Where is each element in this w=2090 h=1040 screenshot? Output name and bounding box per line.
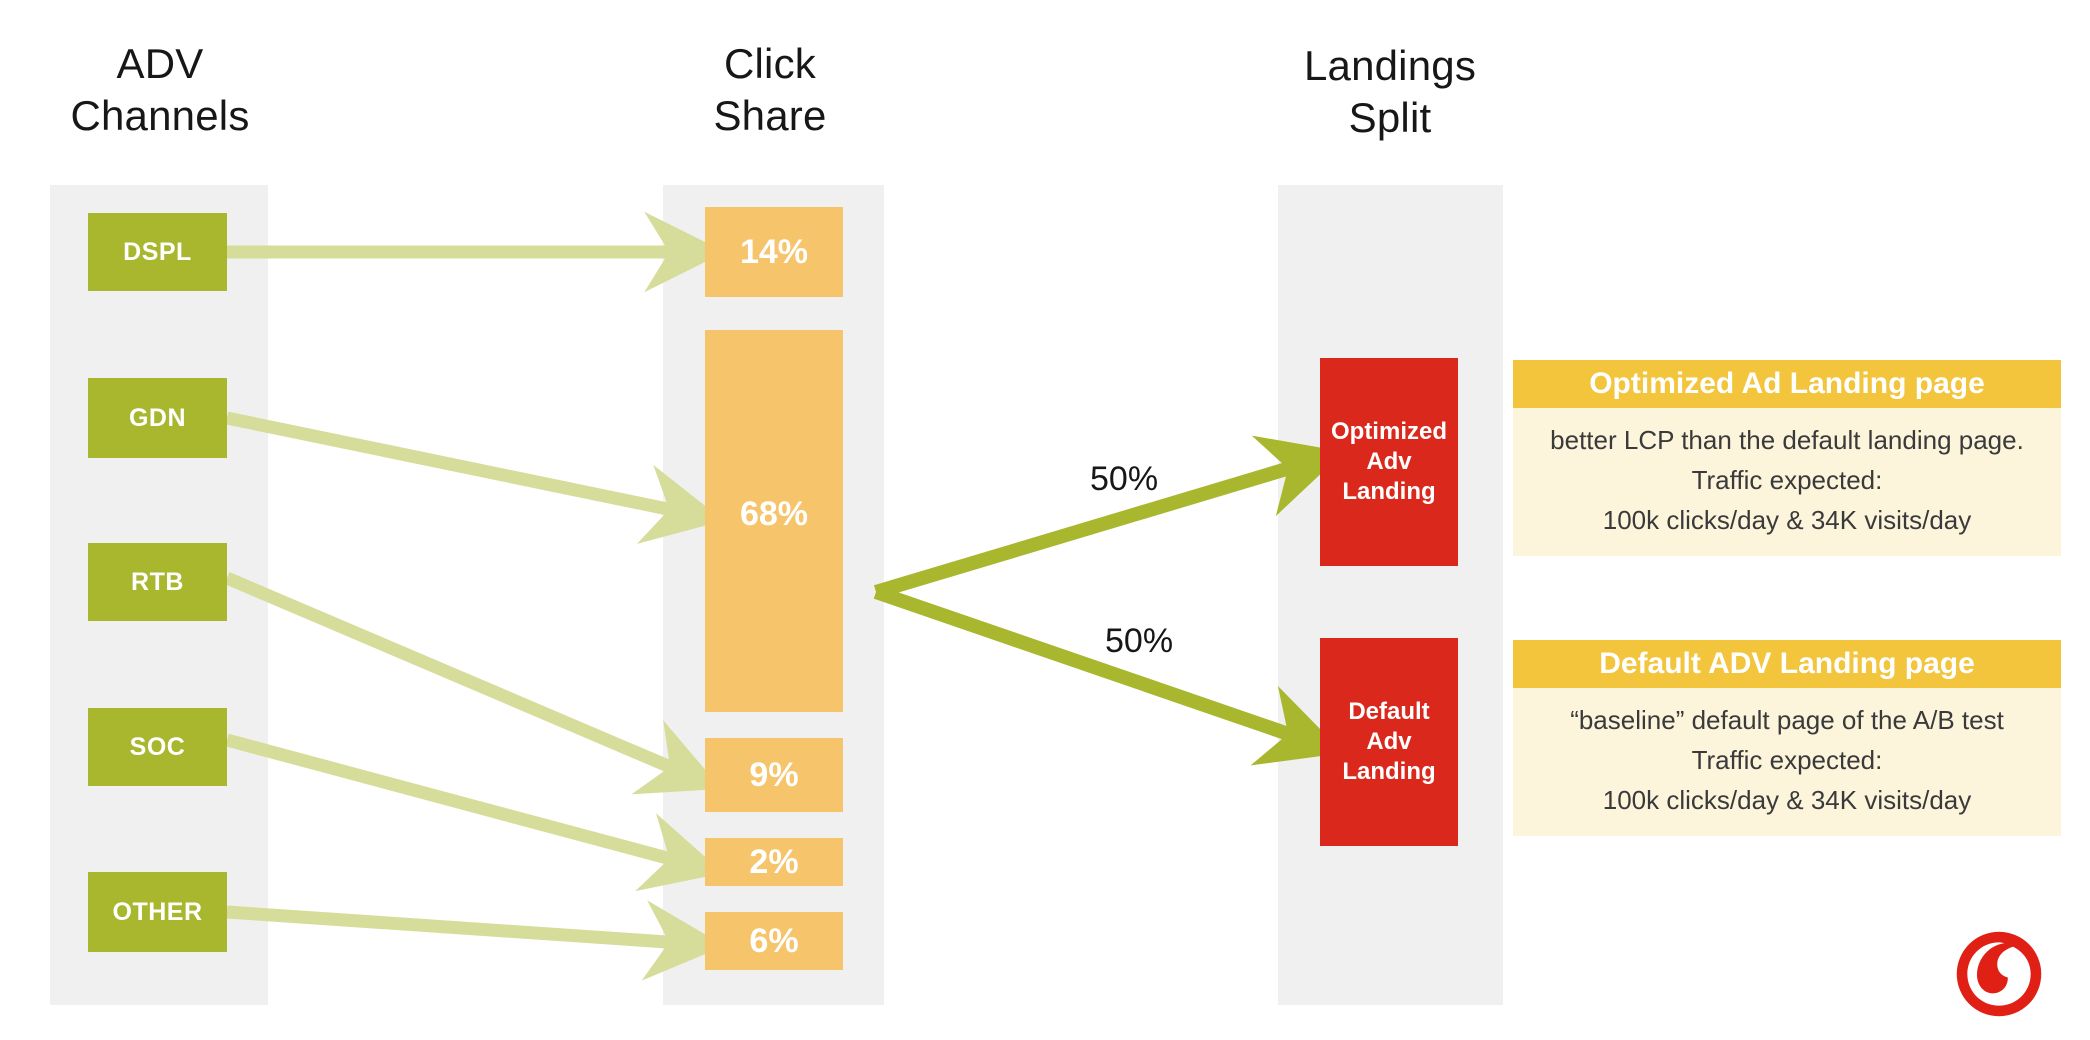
info-panel-header: Default ADV Landing page	[1513, 640, 2061, 688]
info-panel-optimized: Optimized Ad Landing page better LCP tha…	[1513, 360, 2061, 556]
landing-box-default[interactable]: Default Adv Landing	[1320, 638, 1458, 846]
column-title-landings-split: Landings Split	[1303, 42, 1477, 141]
split-label-default: 50%	[1105, 622, 1174, 660]
channel-label: RTB	[131, 567, 184, 596]
landing-box-label: Default Adv Landing	[1342, 698, 1436, 785]
landing-box-optimized[interactable]: Optimized Adv Landing	[1320, 358, 1458, 566]
channel-label: SOC	[129, 732, 186, 761]
share-bar-9[interactable]: 9%	[705, 738, 843, 812]
share-bar-6[interactable]: 6%	[705, 912, 843, 970]
arrow-split-to-optimized	[873, 435, 1345, 599]
share-bar-label: 9%	[749, 755, 799, 794]
column-title-click-share: Click Share	[713, 40, 827, 139]
share-bar-2[interactable]: 2%	[705, 838, 843, 886]
info-panel-body: “baseline” default page of the A/B test …	[1513, 688, 2061, 836]
channel-label: DSPL	[123, 237, 192, 266]
share-bar-14[interactable]: 14%	[705, 207, 843, 297]
arrow-other-to-6	[226, 900, 725, 981]
share-bar-label: 6%	[749, 921, 799, 960]
share-bar-68[interactable]: 68%	[705, 330, 843, 712]
band-landings-split	[1278, 185, 1503, 1005]
landing-box-label: Optimized Adv Landing	[1330, 418, 1447, 505]
info-panel-header: Optimized Ad Landing page	[1513, 360, 2061, 408]
channel-box-other[interactable]: OTHER	[88, 872, 227, 952]
arrow-soc-to-2	[225, 733, 724, 892]
share-bar-label: 2%	[749, 842, 799, 881]
split-label-optimized: 50%	[1090, 460, 1159, 498]
arrow-gdn-to-68	[225, 411, 725, 544]
info-panel-body: better LCP than the default landing page…	[1513, 408, 2061, 556]
channel-label: OTHER	[112, 897, 203, 926]
share-bar-label: 68%	[739, 495, 809, 533]
channel-box-gdn[interactable]: GDN	[88, 378, 227, 458]
arrow-rtb-to-9	[224, 572, 722, 795]
channel-label: GDN	[128, 403, 187, 432]
channel-box-dspl[interactable]: DSPL	[88, 213, 227, 291]
channel-box-soc[interactable]: SOC	[88, 708, 227, 786]
channel-box-rtb[interactable]: RTB	[88, 543, 227, 621]
share-bar-label: 14%	[739, 232, 809, 271]
vodafone-logo	[1956, 931, 2042, 1017]
arrow-split-to-default	[873, 585, 1344, 766]
info-panel-default: Default ADV Landing page “baseline” defa…	[1513, 640, 2061, 836]
column-title-adv-channels: ADV Channels	[70, 40, 250, 139]
